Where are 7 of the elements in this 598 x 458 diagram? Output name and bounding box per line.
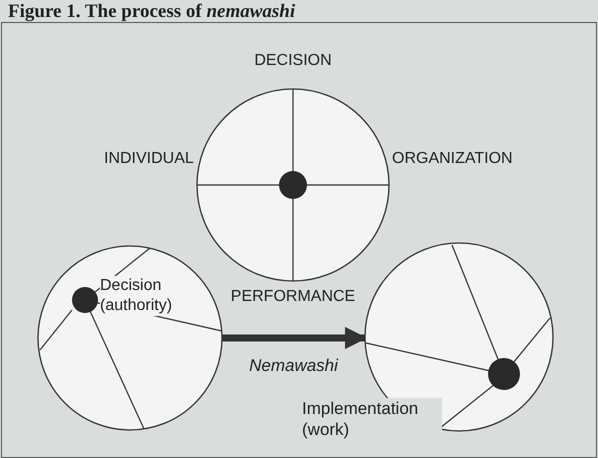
node-caption: Implementation (work) xyxy=(302,398,442,440)
figure-title: Figure 1. The process of nemawashi xyxy=(8,1,296,23)
edge-label: Nemawashi xyxy=(248,356,340,376)
axis-label: ORGANIZATION xyxy=(392,150,513,168)
axis-label: INDIVIDUAL xyxy=(104,150,194,168)
axis-label: DECISION xyxy=(253,52,333,70)
axis-label: PERFORMANCE xyxy=(230,288,356,306)
